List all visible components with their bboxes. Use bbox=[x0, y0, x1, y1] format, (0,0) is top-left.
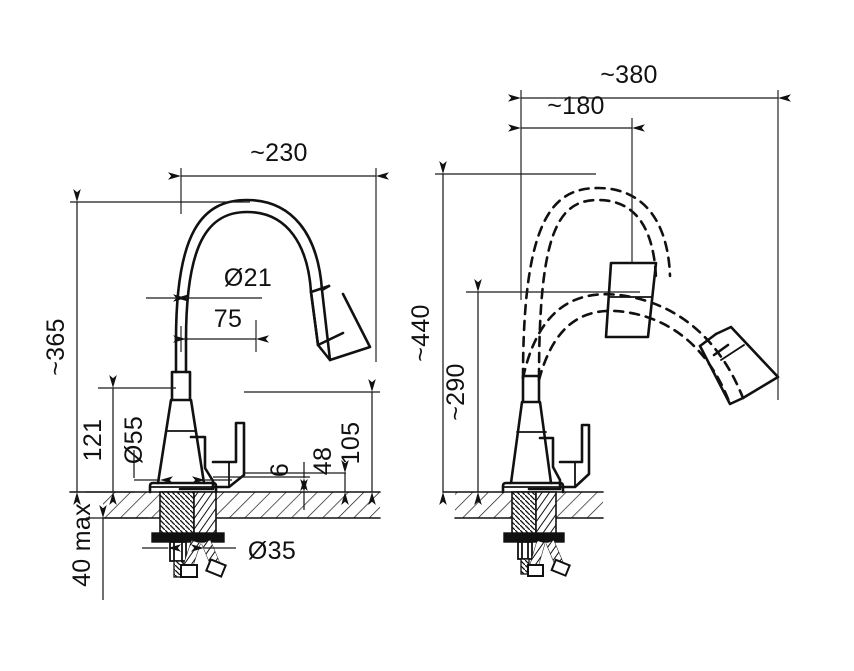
dim-label-21: Ø21 bbox=[224, 264, 272, 292]
countertop-left bbox=[69, 491, 381, 519]
faucet-base-right bbox=[501, 481, 565, 494]
spout-arc-retracted-dashed bbox=[521, 186, 672, 380]
dim-aerator-21: Ø21 bbox=[146, 264, 272, 302]
dim-label-40max: 40 max bbox=[68, 503, 96, 587]
dim-gap-6: 6 bbox=[213, 462, 310, 510]
dim-label-440: ~440 bbox=[407, 304, 435, 362]
dim-body-height-290: ~290 bbox=[442, 279, 640, 505]
dim-max-reach-380: ~380 bbox=[508, 61, 791, 400]
dim-label-35: Ø35 bbox=[248, 537, 296, 565]
dim-spray-reach-180: ~180 bbox=[508, 92, 645, 262]
spout-arc-left bbox=[174, 198, 372, 362]
dim-label-230: ~230 bbox=[250, 139, 308, 167]
dim-counter-thickness-40max: 40 max bbox=[68, 491, 148, 600]
mounting-hardware-left bbox=[151, 491, 227, 578]
dim-label-105: 105 bbox=[337, 422, 365, 465]
right-view-group: ~380 ~180 ~440 ~290 bbox=[407, 61, 791, 577]
dim-max-height-440: ~440 bbox=[407, 161, 596, 505]
faucet-body-right bbox=[509, 374, 591, 491]
spray-wand-down bbox=[698, 325, 780, 406]
dim-label-365: ~365 bbox=[42, 318, 70, 376]
dim-spout-offset-75: 75 bbox=[173, 305, 269, 352]
dim-base-diameter-55: Ø55 bbox=[120, 416, 232, 484]
dim-label-75: 75 bbox=[214, 305, 242, 333]
dim-label-55: Ø55 bbox=[120, 416, 148, 464]
dim-total-height-365: ~365 bbox=[42, 189, 250, 505]
dim-hole-diameter-35: Ø35 bbox=[142, 537, 296, 565]
left-view-group: ~230 ~365 Ø21 75 bbox=[42, 139, 389, 600]
dim-label-180: ~180 bbox=[547, 92, 605, 120]
spray-hose-extended-dashed bbox=[521, 292, 745, 406]
spray-wand-up bbox=[604, 261, 658, 339]
dim-handle-height-105: 105 bbox=[244, 379, 380, 505]
dim-label-290: ~290 bbox=[442, 363, 470, 421]
dim-base-height-121: 121 bbox=[79, 375, 176, 505]
dim-label-121: 121 bbox=[79, 419, 107, 462]
faucet-base-left bbox=[148, 481, 218, 494]
dim-spout-reach-230: ~230 bbox=[168, 139, 389, 362]
mounting-hardware-right bbox=[503, 491, 571, 577]
dim-label-380: ~380 bbox=[600, 61, 658, 89]
dim-label-6: 6 bbox=[266, 463, 294, 477]
dim-spout-clearance-48: 48 bbox=[309, 447, 349, 505]
dim-label-48: 48 bbox=[309, 447, 337, 475]
faucet-body-left bbox=[156, 336, 246, 491]
